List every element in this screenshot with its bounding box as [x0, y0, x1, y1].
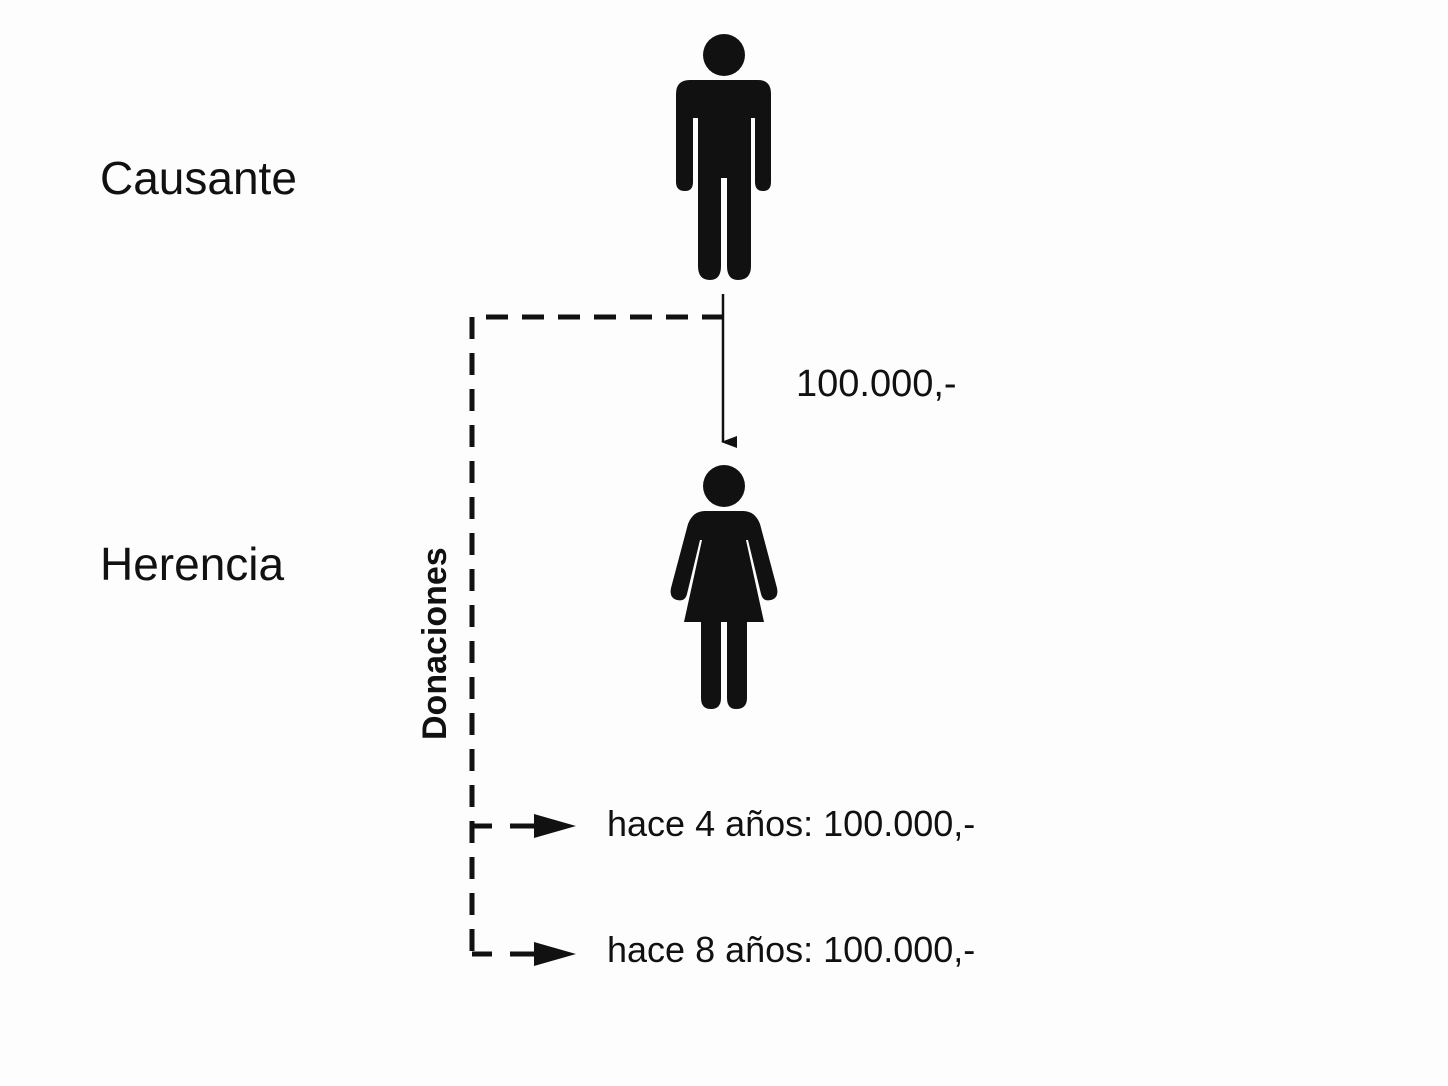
donation-item-2: hace 8 años: 100.000,-: [607, 929, 975, 970]
donations-bracket: [469, 314, 724, 956]
inheritance-amount: 100.000,-: [796, 363, 957, 405]
donation-branch-arrow: [472, 942, 576, 966]
herencia-label: Herencia: [100, 538, 285, 590]
donations-axis-label: Donaciones: [416, 547, 454, 740]
woman-icon: [670, 465, 778, 709]
donation-branch-arrow: [472, 814, 576, 838]
causante-label: Causante: [100, 152, 297, 204]
man-icon: [676, 34, 771, 280]
donation-item-1: hace 4 años: 100.000,-: [607, 803, 975, 844]
